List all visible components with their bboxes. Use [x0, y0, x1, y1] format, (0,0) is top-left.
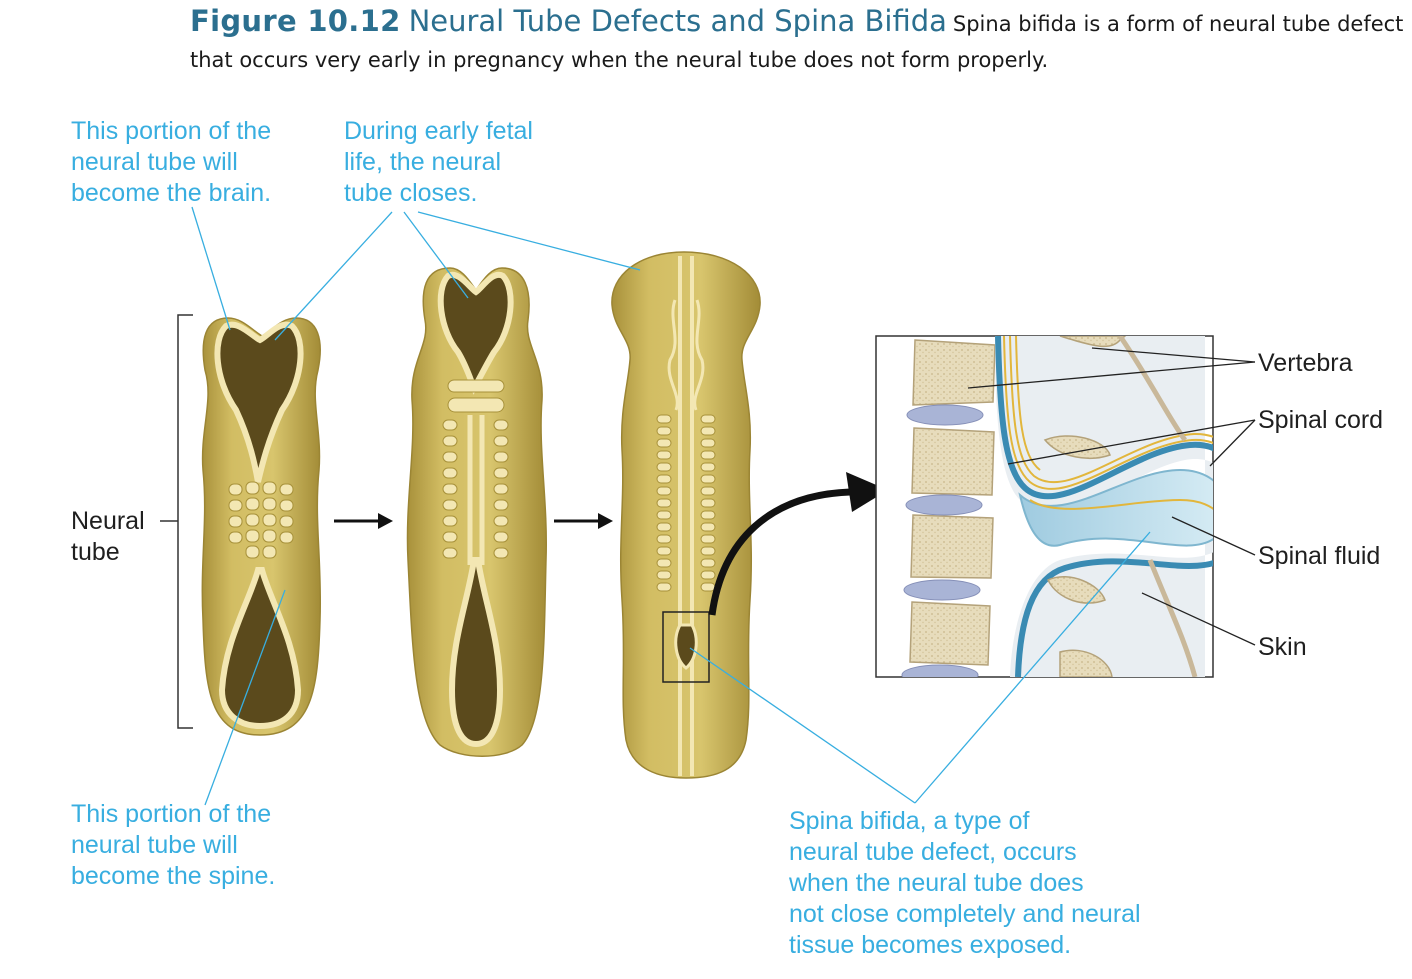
embryo-closed-tube — [611, 251, 761, 779]
label-spinal-cord: Spinal cord — [1258, 406, 1384, 434]
annotation-brain-portion: This portion of the neural tube will bec… — [71, 117, 272, 207]
figure-number: Figure 10.12 — [190, 4, 401, 38]
spina-bifida-inset — [875, 335, 1214, 678]
label-spinal-fluid: Spinal fluid — [1258, 542, 1381, 570]
zoom-arrow — [708, 472, 888, 616]
leader-lines — [191, 206, 1256, 806]
label-vertebra: Vertebra — [1258, 349, 1353, 377]
annotation-tube-closes: During early fetal life, the neural tube… — [344, 117, 533, 207]
label-neural-tube: Neural tube — [71, 507, 145, 566]
figure-description: Spina bifida is a form of neural tube de… — [190, 12, 1404, 72]
progression-arrow-2 — [554, 513, 613, 529]
label-skin: Skin — [1258, 633, 1307, 661]
annotation-spine-portion: This portion of the neural tube will bec… — [71, 800, 276, 890]
figure-title: Neural Tube Defects and Spina Bifida — [408, 4, 947, 38]
progression-arrow-1 — [334, 513, 393, 529]
defect-zoom-box — [662, 611, 710, 683]
embryo-open-neural-plate — [201, 317, 322, 736]
neural-tube-bracket — [160, 314, 193, 729]
embryo-closing-tube — [406, 267, 548, 757]
annotation-spina-bifida: Spina bifida, a type of neural tube defe… — [789, 807, 1141, 959]
